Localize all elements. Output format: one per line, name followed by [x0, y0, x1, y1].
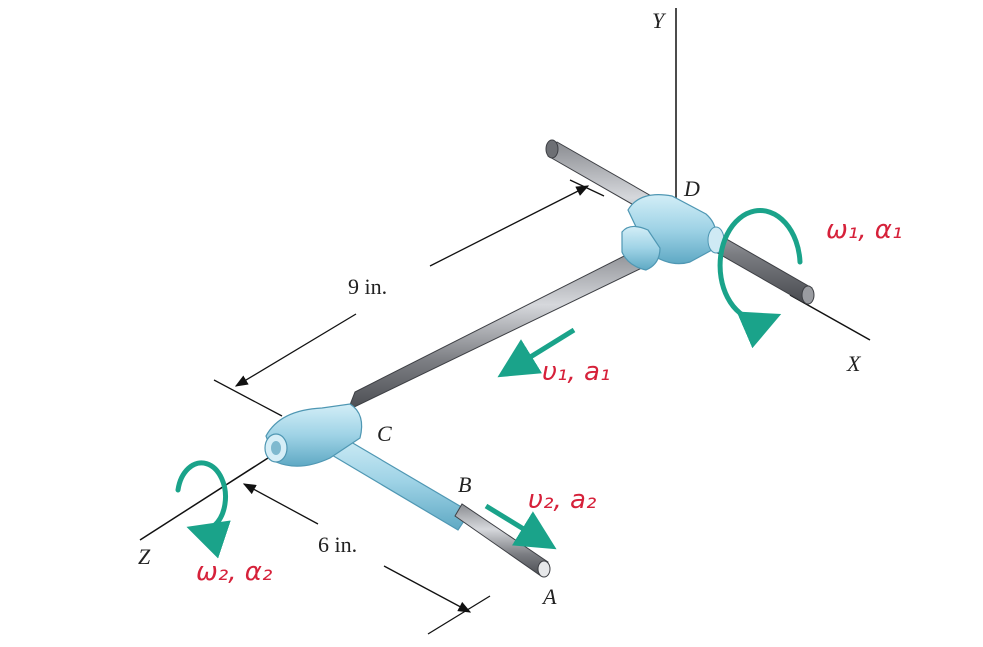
z-axis-line	[139, 457, 269, 541]
x-axis-label: X	[846, 351, 862, 376]
slide-arrow-cd	[497, 327, 576, 378]
annotation-v2-a2: υ₂, a₂	[528, 485, 596, 515]
y-axis-label: Y	[652, 8, 667, 33]
rod-ba	[454, 503, 551, 578]
collar-d	[621, 194, 725, 271]
annotation-omega1-alpha1: ω₁, α₁	[826, 215, 902, 245]
x-axis-line	[789, 294, 871, 341]
dimension-label-9in: 9 in.	[348, 274, 387, 299]
collar-c	[264, 403, 471, 531]
annotation-v1-a1: υ₁, a₁	[542, 357, 610, 387]
point-label-b: B	[458, 472, 471, 497]
z-axis-label: Z	[138, 544, 151, 569]
dimension-label-6in: 6 in.	[318, 532, 357, 557]
point-label-a: A	[541, 584, 557, 609]
point-label-c: C	[377, 421, 392, 446]
slide-arrow-ba	[484, 503, 557, 550]
annotation-omega2-alpha2: ω₂, α₂	[196, 557, 272, 587]
dimension-6in	[242, 483, 491, 635]
rotation-arrow-c	[175, 460, 231, 559]
rotation-arrow-d	[717, 208, 803, 349]
point-label-d: D	[683, 176, 700, 201]
dimension-9in	[213, 179, 605, 417]
